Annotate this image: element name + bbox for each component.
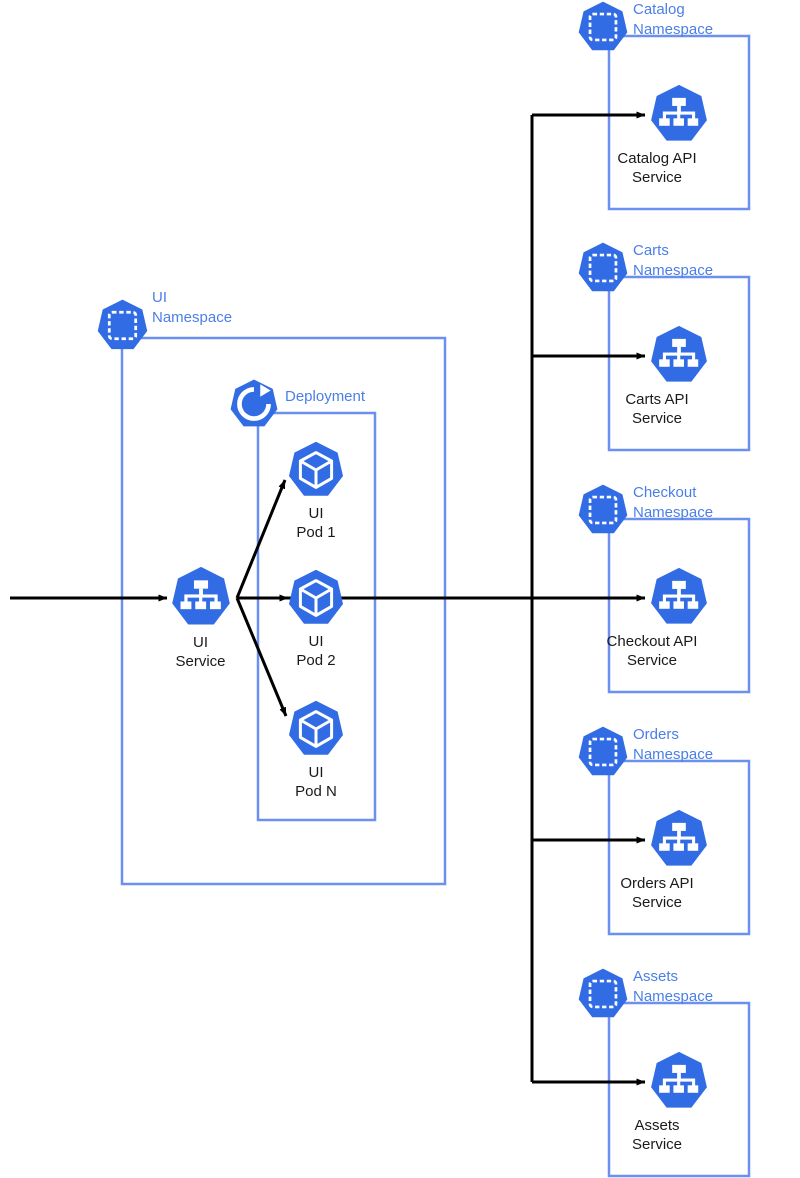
catalog-namespace-label: Catalog Namespace	[633, 1, 714, 38]
ui-pod-2-node: UI Pod 2	[286, 568, 346, 670]
pod-icon	[286, 440, 346, 500]
assets-namespace-label: Assets Namespace	[633, 968, 714, 1005]
pod-icon	[286, 568, 346, 628]
ui-pod-n-label: UI Pod N	[295, 764, 337, 800]
service-icon	[648, 808, 710, 870]
catalog-api-service-node: Catalog API Service	[617, 83, 710, 187]
catalog-api-service-label: Catalog API Service	[617, 150, 697, 186]
deployment-icon	[228, 378, 280, 430]
assets-service-label: Assets Service	[631, 1117, 683, 1153]
namespace-icon	[576, 725, 630, 779]
namespace-icon	[95, 298, 150, 353]
service-icon	[648, 1050, 710, 1112]
ui-pod-1-label: UI Pod 1	[296, 505, 336, 541]
ui-pod-2-label: UI Pod 2	[296, 633, 336, 669]
checkout-api-service-node: Checkout API Service	[607, 566, 710, 670]
service-to-pod-1-arrow	[235, 479, 287, 599]
ui-pod-n-node: UI Pod N	[286, 699, 346, 801]
service-icon	[648, 83, 710, 145]
ui-service-label: UI Service	[175, 634, 226, 670]
deployment-label: Deployment	[285, 388, 366, 405]
carts-api-service-label: Carts API Service	[625, 391, 689, 427]
ui-service-node: UI Service	[168, 565, 233, 671]
namespace-icon	[576, 241, 630, 295]
service-icon	[648, 324, 710, 386]
service-icon	[648, 566, 710, 628]
ui-pod-1-node: UI Pod 1	[286, 440, 346, 542]
namespace-icon	[576, 483, 630, 537]
checkout-namespace-label: Checkout Namespace	[633, 484, 714, 521]
orders-api-service-label: Orders API Service	[620, 875, 694, 911]
assets-service-node: Assets Service	[632, 1050, 710, 1154]
checkout-api-service-label: Checkout API Service	[606, 633, 698, 669]
ui-namespace-label: UI Namespace	[152, 289, 233, 326]
carts-api-service-node: Carts API Service	[625, 324, 710, 428]
pod-icon	[286, 699, 346, 759]
service-to-pod-n-arrow	[235, 597, 288, 717]
service-icon	[169, 565, 233, 629]
carts-namespace-label: Carts Namespace	[633, 242, 714, 279]
orders-namespace-label: Orders Namespace	[633, 726, 714, 763]
backend-routing-bus	[237, 115, 534, 1082]
namespace-icon	[576, 0, 630, 54]
namespace-icon	[576, 967, 630, 1021]
orders-api-service-node: Orders API Service	[620, 808, 710, 912]
